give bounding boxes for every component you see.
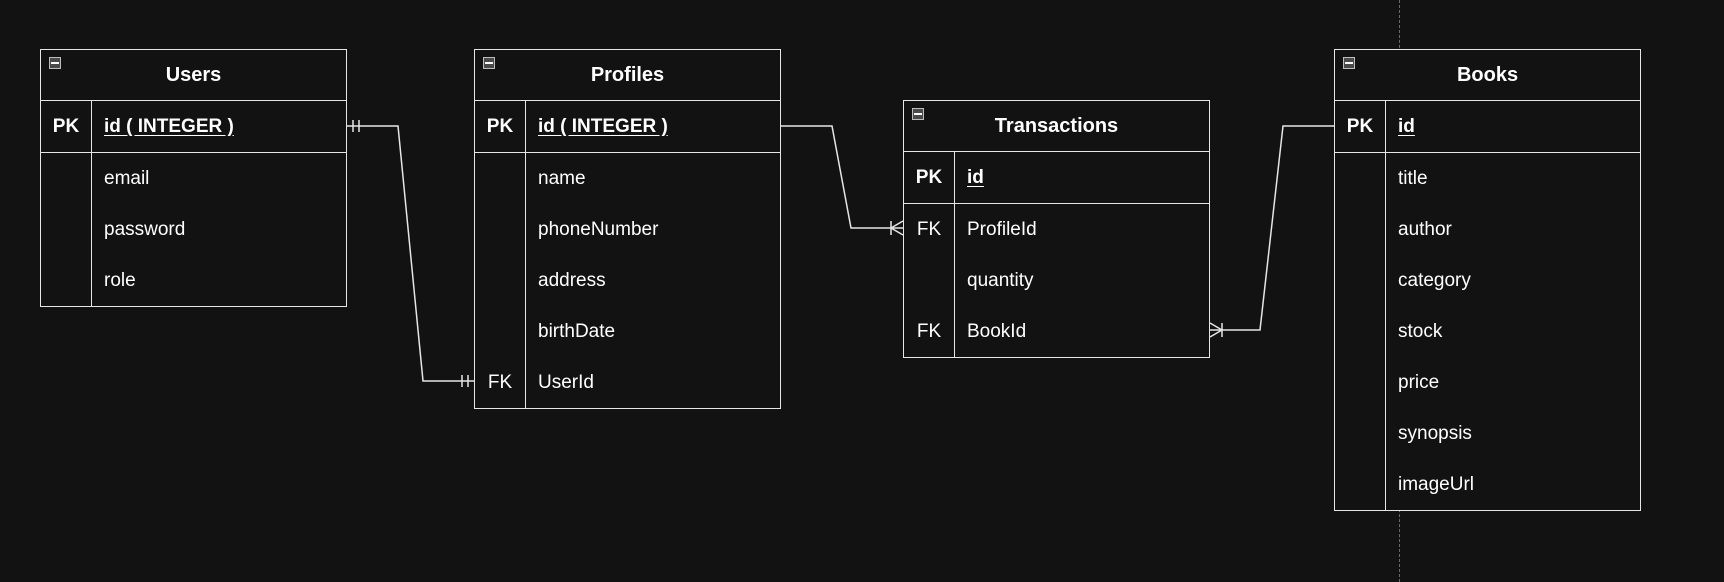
- field-name: author: [1398, 218, 1452, 240]
- field-name: ProfileId: [967, 218, 1037, 240]
- field-row[interactable]: name: [475, 153, 780, 204]
- field-name: category: [1398, 269, 1471, 291]
- key-marker: FK: [904, 306, 955, 357]
- crowfoot-marker: [1209, 322, 1223, 338]
- key-marker: [475, 153, 526, 204]
- field-row[interactable]: imageUrl: [1335, 459, 1640, 510]
- field-name: id: [967, 166, 984, 188]
- field-row[interactable]: birthDate: [475, 306, 780, 357]
- relationship-profiles-transactions[interactable]: [781, 125, 904, 236]
- key-marker: PK: [1335, 101, 1386, 152]
- key-marker: PK: [475, 101, 526, 152]
- field-name: id: [1398, 115, 1415, 137]
- field-row[interactable]: FK UserId: [475, 357, 780, 408]
- entity-transactions[interactable]: Transactions PK id FK ProfileId quantity…: [903, 100, 1210, 358]
- key-marker: [1335, 306, 1386, 357]
- field-name: stock: [1398, 320, 1443, 342]
- field-row[interactable]: synopsis: [1335, 408, 1640, 459]
- field-name: name: [538, 167, 586, 189]
- key-marker: [1335, 357, 1386, 408]
- collapse-icon[interactable]: [1343, 57, 1355, 69]
- field-name: id ( INTEGER ): [104, 115, 234, 137]
- key-marker: [904, 255, 955, 306]
- entity-profiles[interactable]: Profiles PK id ( INTEGER ) name phoneNum…: [474, 49, 781, 409]
- field-row[interactable]: address: [475, 255, 780, 306]
- field-name: UserId: [538, 371, 594, 393]
- field-name: id ( INTEGER ): [538, 115, 668, 137]
- field-name: quantity: [967, 269, 1034, 291]
- entity-title: Transactions: [994, 114, 1119, 137]
- key-marker: PK: [904, 152, 955, 203]
- field-row[interactable]: PK id ( INTEGER ): [41, 101, 346, 152]
- entity-title: Profiles: [590, 63, 665, 86]
- field-name: password: [104, 218, 186, 240]
- field-row[interactable]: price: [1335, 357, 1640, 408]
- key-marker: [1335, 204, 1386, 255]
- key-marker: [1335, 408, 1386, 459]
- field-row[interactable]: quantity: [904, 255, 1209, 306]
- collapse-icon[interactable]: [483, 57, 495, 69]
- collapse-icon[interactable]: [49, 57, 61, 69]
- key-marker: PK: [41, 101, 92, 152]
- entity-header: Users: [41, 50, 346, 101]
- key-marker: [475, 255, 526, 306]
- field-row[interactable]: category: [1335, 255, 1640, 306]
- field-row[interactable]: FK ProfileId: [904, 204, 1209, 255]
- key-marker: [41, 153, 92, 204]
- field-row[interactable]: title: [1335, 153, 1640, 204]
- relationship-users-profiles[interactable]: [347, 120, 474, 387]
- field-row[interactable]: FK BookId: [904, 306, 1209, 357]
- field-row[interactable]: author: [1335, 204, 1640, 255]
- collapse-icon[interactable]: [912, 108, 924, 120]
- field-name: email: [104, 167, 150, 189]
- field-name: imageUrl: [1398, 473, 1475, 495]
- crowfoot-marker: [890, 220, 904, 236]
- field-row[interactable]: PK id: [1335, 101, 1640, 152]
- key-marker: FK: [475, 357, 526, 408]
- entity-title: Books: [1456, 63, 1519, 86]
- entity-books[interactable]: Books PK id title author category: [1334, 49, 1641, 511]
- field-name: role: [104, 269, 136, 291]
- field-row[interactable]: PK id: [904, 152, 1209, 203]
- key-marker: [475, 204, 526, 255]
- primary-key-section: PK id: [904, 152, 1209, 204]
- fields-section: name phoneNumber address birthDate FK Us…: [475, 153, 780, 408]
- entity-header: Books: [1335, 50, 1640, 101]
- key-marker: [41, 204, 92, 255]
- field-name: phoneNumber: [538, 218, 659, 240]
- field-name: BookId: [967, 320, 1027, 342]
- field-name: synopsis: [1398, 422, 1472, 444]
- key-marker: [1335, 459, 1386, 510]
- field-row[interactable]: PK id ( INTEGER ): [475, 101, 780, 152]
- entity-header: Profiles: [475, 50, 780, 101]
- entity-header: Transactions: [904, 101, 1209, 152]
- fields-section: FK ProfileId quantity FK BookId: [904, 204, 1209, 357]
- field-row[interactable]: role: [41, 255, 346, 306]
- relationship-books-transactions[interactable]: [1209, 125, 1334, 338]
- primary-key-section: PK id ( INTEGER ): [41, 101, 346, 153]
- field-name: address: [538, 269, 606, 291]
- entity-users[interactable]: Users PK id ( INTEGER ) email password r…: [40, 49, 347, 307]
- key-marker: [1335, 153, 1386, 204]
- key-marker: [475, 306, 526, 357]
- field-row[interactable]: phoneNumber: [475, 204, 780, 255]
- field-row[interactable]: email: [41, 153, 346, 204]
- fields-section: email password role: [41, 153, 346, 306]
- primary-key-section: PK id: [1335, 101, 1640, 153]
- field-name: title: [1398, 167, 1428, 189]
- key-marker: [1335, 255, 1386, 306]
- field-row[interactable]: password: [41, 204, 346, 255]
- entity-title: Users: [165, 63, 222, 86]
- field-name: birthDate: [538, 320, 616, 342]
- key-marker: [41, 255, 92, 306]
- field-row[interactable]: stock: [1335, 306, 1640, 357]
- field-name: price: [1398, 371, 1440, 393]
- primary-key-section: PK id ( INTEGER ): [475, 101, 780, 153]
- fields-section: title author category stock price synops…: [1335, 153, 1640, 510]
- key-marker: FK: [904, 204, 955, 255]
